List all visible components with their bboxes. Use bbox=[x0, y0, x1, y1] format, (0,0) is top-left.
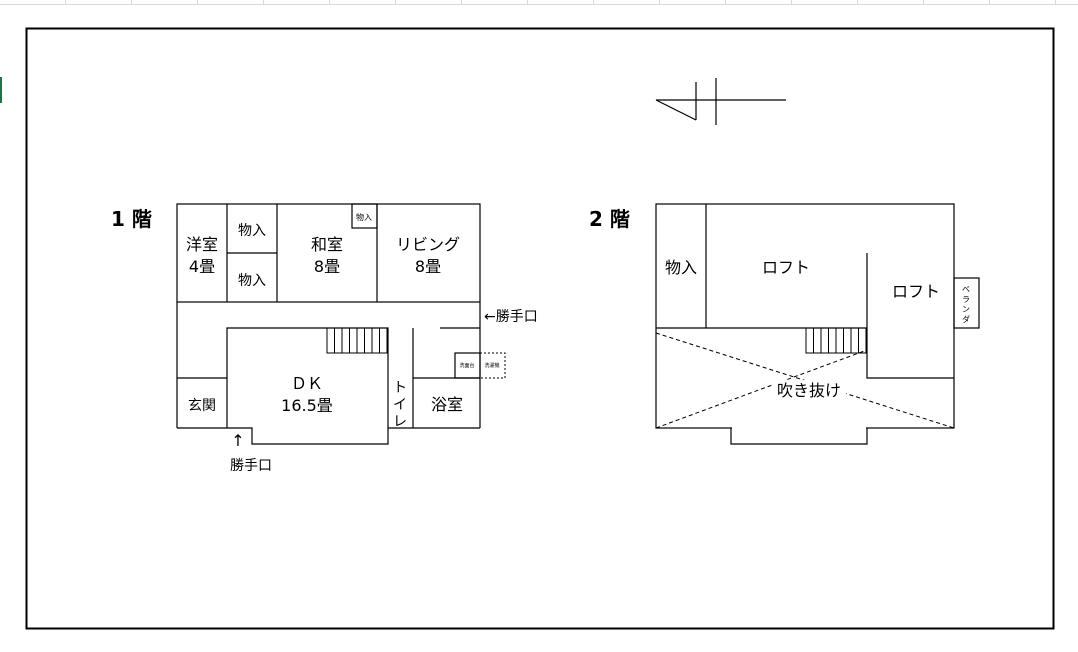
floor2-walls bbox=[655, 203, 980, 445]
selected-cell-marker bbox=[0, 77, 2, 103]
dk-label: ＤＫ bbox=[291, 374, 323, 393]
floor2-plan: 2 階 物入 ロフト ロフト ベ bbox=[589, 203, 980, 445]
atrium-label-bg bbox=[772, 380, 846, 398]
back-door-right-label: ←勝手口 bbox=[484, 309, 538, 325]
bath-label: 浴室 bbox=[431, 395, 463, 414]
atrium-label: 吹き抜け bbox=[777, 381, 841, 400]
floor1-title: 1 階 bbox=[111, 207, 152, 231]
washbasin-label: 洗面台 bbox=[459, 362, 474, 369]
floor1-walls bbox=[176, 203, 481, 445]
north-arrow-icon bbox=[655, 78, 786, 125]
toilet-label-1: ト bbox=[393, 380, 407, 396]
western-room-label: 洋室 bbox=[186, 235, 218, 254]
veranda-label-1: ベ bbox=[962, 285, 970, 294]
floor1-plan: 1 階 bbox=[111, 203, 538, 474]
washing-machine-space bbox=[479, 352, 506, 379]
storage-small-label: 物入 bbox=[356, 212, 372, 222]
cell-gridlines bbox=[0, 0, 1078, 5]
japanese-room-size: 8畳 bbox=[314, 257, 340, 276]
back-door-arrow: ↑ bbox=[231, 431, 244, 450]
dk-size: 16.5畳 bbox=[281, 396, 333, 415]
veranda-label-2: ラ bbox=[962, 295, 970, 304]
floor2-stairs bbox=[805, 327, 867, 354]
loft-right-label: ロフト bbox=[892, 282, 940, 301]
living-size: 8畳 bbox=[415, 257, 441, 276]
toilet-label-3: レ bbox=[393, 414, 407, 430]
back-door-bottom-label: 勝手口 bbox=[230, 458, 272, 474]
storage-lower-label: 物入 bbox=[238, 273, 266, 289]
loft-left-label: ロフト bbox=[762, 258, 810, 277]
storage-upper-label: 物入 bbox=[238, 223, 266, 239]
floor1-stairs bbox=[326, 327, 388, 354]
entrance-label: 玄関 bbox=[188, 397, 216, 414]
living-label: リビング bbox=[396, 235, 460, 254]
bottom-bump-cover bbox=[732, 427, 866, 430]
western-room-size: 4畳 bbox=[189, 257, 215, 276]
toilet-label-2: イ bbox=[393, 397, 407, 413]
washing-machine-label: 洗濯機 bbox=[484, 362, 499, 369]
veranda-label-3: ン bbox=[962, 305, 970, 314]
veranda-label-4: ダ bbox=[962, 314, 970, 324]
japanese-room-label: 和室 bbox=[311, 235, 343, 254]
floor2-title: 2 階 bbox=[589, 207, 630, 231]
storage2-label: 物入 bbox=[665, 258, 697, 277]
page-border bbox=[25, 27, 1055, 630]
